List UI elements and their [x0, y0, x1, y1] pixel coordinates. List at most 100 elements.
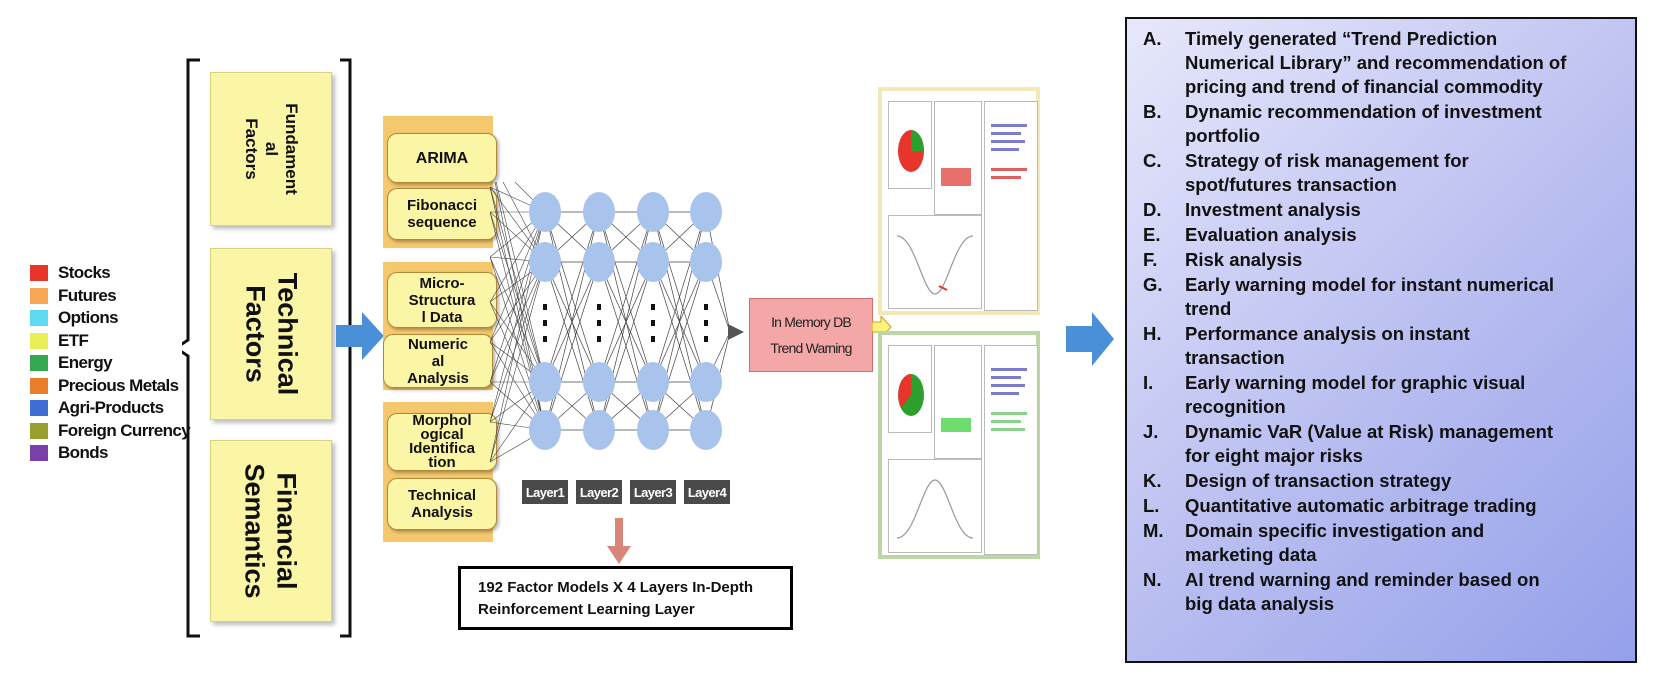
in-memory-db-label: In Memory DB [771, 314, 852, 330]
network-node [637, 362, 669, 402]
legend-swatch [30, 445, 48, 462]
input-connection [490, 261, 546, 383]
pie-chart-icon-2 [898, 374, 924, 416]
network-node [529, 192, 561, 232]
recommendation-item: M.Domain specific investigation and mark… [1143, 519, 1635, 567]
ellipsis-dot [597, 336, 601, 342]
numerical-analysis-model: Numeric al Analysis [383, 334, 493, 388]
recommendation-item: C. Strategy of risk management for spot/f… [1143, 149, 1635, 197]
legend-swatch [30, 400, 48, 417]
legend-label: Stocks [58, 263, 111, 283]
legend-swatch [30, 332, 48, 349]
legend-label: Options [58, 308, 119, 328]
recommendation-item: K.Design of transaction strategy [1143, 469, 1635, 493]
recommendation-letter: C. [1143, 150, 1162, 171]
financial-semantics-box: Financial Semantics [210, 440, 332, 622]
ellipsis-dot [704, 336, 708, 342]
caption-line-1: 192 Factor Models X 4 Layers In-Depth [478, 579, 754, 596]
recommendation-text: Evaluation analysis [1185, 224, 1357, 245]
ellipsis-dot [651, 336, 655, 342]
input-connection [490, 211, 546, 343]
network-node [690, 410, 722, 450]
network-node [583, 242, 615, 282]
legend-label: Bonds [58, 443, 108, 463]
dashboard-screenshot-2 [878, 331, 1040, 559]
layer-connection [652, 261, 707, 431]
layer-label: Layer2 [576, 480, 622, 504]
dashboard-screenshot-1 [878, 87, 1040, 315]
pie-panel-1 [888, 101, 932, 189]
recommendation-letter: L. [1143, 495, 1160, 516]
layer-label: Layer4 [684, 480, 730, 504]
legend-item: Futures [30, 285, 190, 308]
recommendation-text: Early warning model for instant numerica… [1185, 274, 1555, 319]
financial-semantics-label: Financial Semantics [240, 463, 303, 599]
recommendation-letter: E. [1143, 224, 1161, 245]
input-connection [490, 261, 546, 423]
legend-label: Precious Metals [58, 375, 179, 395]
network-node [690, 242, 722, 282]
network-node [529, 242, 561, 282]
input-connection [490, 256, 546, 383]
ellipsis-dot [543, 320, 547, 326]
micro-structural-model: Micro- Structura l Data [387, 272, 497, 328]
wave-chart-icon-2 [896, 479, 974, 539]
network-nodes [529, 192, 722, 450]
network-node [583, 192, 615, 232]
recommendation-text: Quantitative automatic arbitrage trading [1185, 495, 1537, 516]
layer-label: Layer3 [630, 480, 676, 504]
neural-network-diagram [490, 182, 744, 463]
wave-panel-2 [888, 459, 982, 553]
recommendation-text: Early warning model for graphic visual r… [1185, 372, 1526, 417]
legend-item: Agri-Products [30, 397, 190, 420]
recommendation-item: J.Dynamic VaR (Value at Risk) management… [1143, 420, 1635, 468]
legend-swatch [30, 310, 48, 327]
input-connection [490, 261, 546, 463]
network-node [637, 192, 669, 232]
ellipsis-dot [543, 304, 547, 310]
trend-warning-label: Trend Warning [770, 340, 852, 356]
technical-analysis-model: Technical Analysis [387, 478, 497, 530]
factor-models-caption: 192 Factor Models X 4 Layers In-Depth Re… [458, 566, 793, 630]
recommendation-text: Dynamic recommendation of investment por… [1185, 101, 1542, 146]
technical-factors-box: Technical Factors [210, 248, 332, 420]
network-node [529, 410, 561, 450]
layer-connection [544, 261, 600, 431]
recommendation-letter: N. [1143, 569, 1162, 590]
ellipsis-dot [704, 320, 708, 326]
recommendation-text: Strategy of risk management for spot/fut… [1185, 150, 1469, 195]
down-arrow-icon [607, 518, 631, 564]
pie-panel-2 [888, 345, 932, 433]
in-memory-db-box: In Memory DB Trend Warning [749, 298, 873, 372]
layer-connection [544, 211, 600, 383]
legend-item: ETF [30, 330, 190, 353]
recommendation-item: E. Evaluation analysis [1143, 223, 1635, 247]
legend-item: Stocks [30, 262, 190, 285]
list-panel-2 [984, 345, 1038, 555]
legend-label: Agri-Products [58, 398, 164, 418]
legend-swatch [30, 287, 48, 304]
bar-panel-1 [934, 101, 982, 215]
legend-swatch [30, 355, 48, 372]
recommendation-item: D.Investment analysis [1143, 198, 1635, 222]
network-node [529, 362, 561, 402]
legend-label: Foreign Currency [58, 420, 191, 440]
ellipsis-dot [543, 336, 547, 342]
input-connection [495, 182, 546, 383]
recommendation-item: L. Quantitative automatic arbitrage tradi… [1143, 494, 1635, 518]
recommendation-item: H.Performance analysis on instant transa… [1143, 322, 1635, 370]
recommendation-item: F.Risk analysis [1143, 248, 1635, 272]
fundamental-factors-label: Fundament al Factors [241, 103, 301, 195]
legend-label: ETF [58, 330, 89, 350]
technical-factors-label: Technical Factors [240, 272, 303, 396]
network-node [637, 410, 669, 450]
legend-swatch [30, 377, 48, 394]
fibonacci-model: Fibonacci sequence [387, 188, 497, 240]
recommendation-letter: F. [1143, 249, 1158, 270]
layer-connection [652, 211, 707, 383]
recommendation-text: Domain specific investigation and market… [1185, 520, 1485, 565]
recommendation-letter: I. [1143, 372, 1154, 393]
ellipsis-dot [651, 304, 655, 310]
